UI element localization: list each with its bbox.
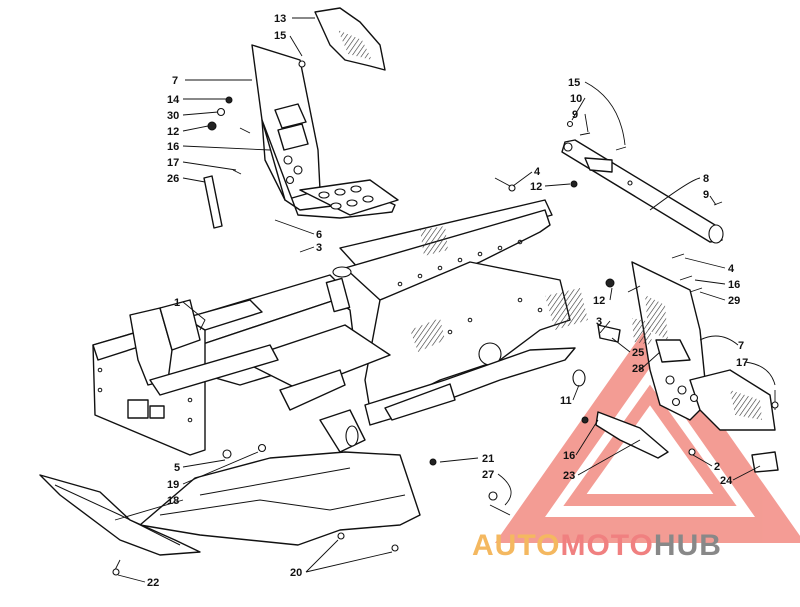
callout-26: 26 [167, 173, 179, 185]
callout-23: 23 [563, 470, 575, 482]
callout-30: 30 [167, 110, 179, 122]
callout-5: 5 [174, 462, 180, 474]
callout-14: 14 [167, 94, 180, 106]
callout-20: 20 [290, 567, 302, 579]
callout-1: 1 [174, 297, 180, 309]
watermark-hub: HUB [654, 529, 722, 562]
watermark-auto: AUTO [472, 529, 560, 562]
callout-15b: 15 [568, 77, 580, 89]
callout-27: 27 [482, 469, 494, 481]
callout-12: 12 [167, 126, 179, 138]
callout-15: 15 [274, 30, 286, 42]
callout-4b: 4 [728, 263, 735, 275]
callout-25: 25 [632, 347, 644, 359]
callout-24: 24 [720, 475, 733, 487]
callout-21: 21 [482, 453, 494, 465]
callout-12c: 12 [593, 295, 605, 307]
callout-17b: 17 [736, 357, 748, 369]
callout-9: 9 [572, 109, 578, 121]
callout-4: 4 [534, 166, 541, 178]
callout-13: 13 [274, 13, 286, 25]
callout-16c: 16 [563, 450, 575, 462]
callout-22: 22 [147, 577, 159, 589]
watermark-logo: AUTOMOTOHUB [472, 529, 722, 562]
callout-12b: 12 [530, 181, 542, 193]
callout-17: 17 [167, 157, 179, 169]
watermark-triangle [494, 322, 800, 543]
callout-labels: 13 15 7 14 30 12 16 17 26 6 3 1 5 19 18 … [147, 13, 748, 589]
callout-6: 6 [316, 229, 322, 241]
callout-29: 29 [728, 295, 740, 307]
callout-28: 28 [632, 363, 644, 375]
callout-11: 11 [560, 395, 572, 407]
left-footrest-assembly [203, 7, 399, 229]
leader-lines [114, 17, 776, 583]
callout-18: 18 [167, 495, 179, 507]
callout-16: 16 [167, 141, 179, 153]
callout-7: 7 [172, 75, 178, 87]
callout-8: 8 [703, 173, 709, 185]
callout-3b: 3 [596, 316, 602, 328]
callout-16b: 16 [728, 279, 740, 291]
callout-19: 19 [167, 479, 179, 491]
callout-9b: 9 [703, 189, 709, 201]
watermark-moto: MOTO [560, 529, 653, 562]
callout-10: 10 [570, 93, 582, 105]
callout-2: 2 [714, 461, 720, 473]
main-frame [92, 199, 588, 456]
svg-text:AUTOMOTOHUB: AUTOMOTOHUB [472, 529, 722, 562]
callout-3: 3 [316, 242, 322, 254]
right-steering-assembly [494, 120, 724, 244]
callout-7b: 7 [738, 340, 744, 352]
belly-pan [39, 443, 511, 576]
right-footrest-assembly [572, 253, 779, 473]
